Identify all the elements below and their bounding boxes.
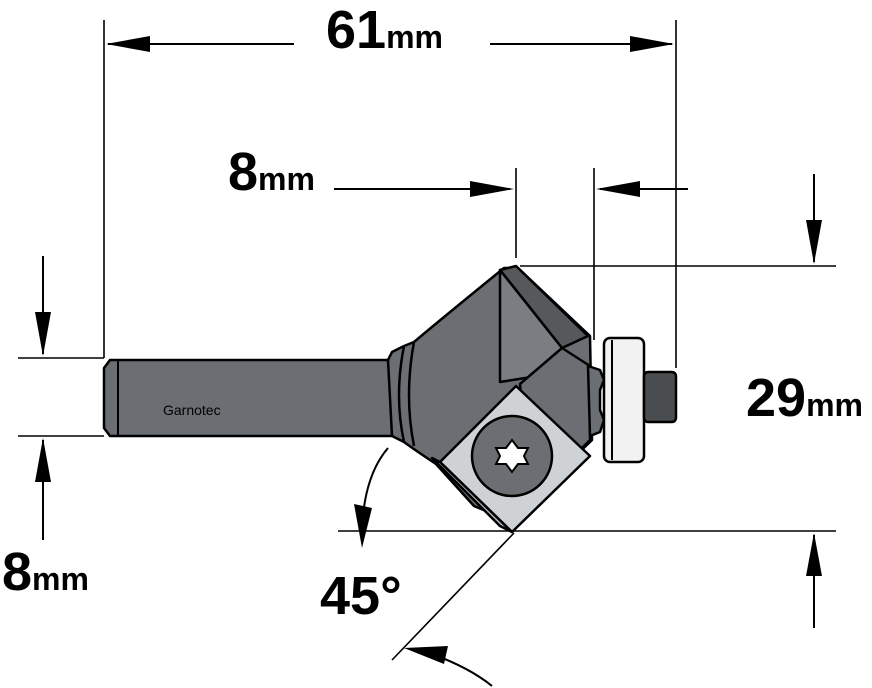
shank	[102, 358, 394, 438]
shank-diameter-label: 8mm	[2, 542, 89, 602]
angle-indicator: 45°	[320, 447, 515, 687]
extension-lines	[18, 20, 836, 532]
cutting-diameter-label: 29mm	[746, 368, 863, 428]
router-bit: Garnotec	[102, 264, 678, 534]
dimension-overall-length: 61mm	[106, 0, 674, 60]
cut-depth-label: 8mm	[228, 142, 315, 202]
angle-label: 45°	[320, 566, 402, 626]
dimension-cut-depth: 8mm	[228, 142, 688, 202]
dimension-cutting-diameter: 29mm	[746, 174, 863, 628]
dimension-shank-diameter: 8mm	[2, 256, 89, 602]
bearing	[602, 336, 646, 464]
bearing-bolt	[642, 370, 678, 424]
torx-icon	[494, 438, 530, 474]
overall-length-label: 61mm	[326, 0, 443, 60]
brand-label: Garnotec	[163, 402, 221, 418]
